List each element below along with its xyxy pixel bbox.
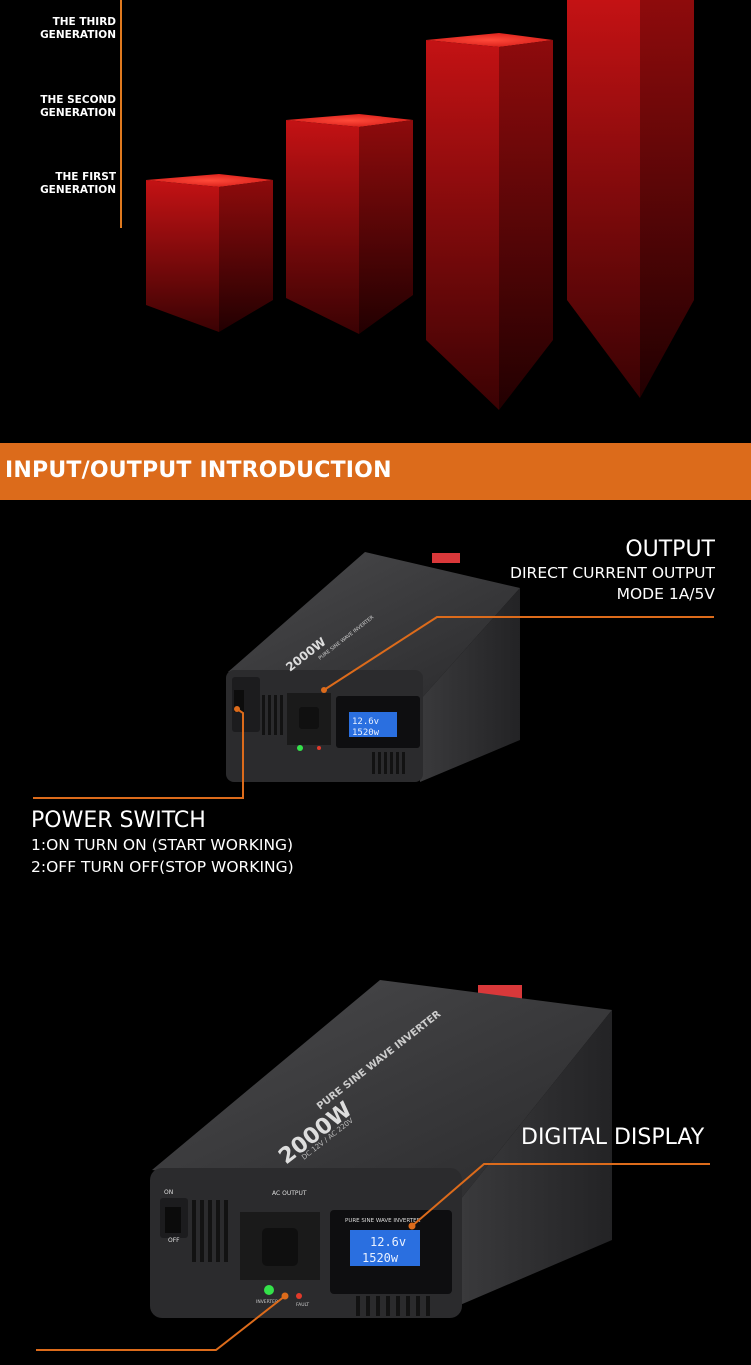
- power-switch-title: POWER SWITCH: [31, 808, 206, 833]
- generation-label-line: THE THIRD: [52, 16, 116, 28]
- generation-label-line: GENERATION: [40, 184, 116, 196]
- output-callout: OUTPUT DIRECT CURRENT OUTPUT MODE 1A/5V: [510, 537, 715, 603]
- digital-display-leader-line: [411, 1163, 710, 1227]
- output-leader-dot-icon: [321, 687, 327, 693]
- power-switch-callout: POWER SWITCH 1:ON TURN ON (START WORKING…: [31, 808, 294, 876]
- status-led-icon: [264, 1285, 274, 1295]
- status-led-icon: [297, 745, 303, 751]
- switch-on-label: ON: [164, 1189, 173, 1196]
- vent-grille: [262, 695, 405, 774]
- generation-label-first: THE FIRST GENERATION: [6, 171, 116, 197]
- generation-label-third: THE THIRD GENERATION: [6, 16, 116, 42]
- output-description: DIRECT CURRENT OUTPUT: [510, 564, 715, 582]
- section-title: INPUT/OUTPUT INTRODUCTION: [5, 458, 392, 483]
- lcd-watt-text: 1520w: [352, 728, 380, 738]
- bar-third-generation: [426, 33, 553, 410]
- terminal-cap: [432, 553, 460, 563]
- fault-led-icon: [317, 746, 321, 750]
- lcd-voltage-text: 12.6v: [352, 717, 379, 727]
- generation-label-line: THE FIRST: [55, 171, 116, 183]
- bar-second-generation: [286, 114, 413, 334]
- power-switch-leader-dot-icon: [234, 706, 240, 712]
- lcd-watt-text: 1520w: [362, 1251, 399, 1265]
- generation-label-line: GENERATION: [40, 107, 116, 119]
- output-leader-line: [323, 616, 714, 691]
- generation-bars-graphic: [146, 0, 694, 410]
- inverter-label: INVERTER: [256, 1299, 278, 1305]
- panel-title: PURE SINE WAVE INVERTER: [345, 1218, 421, 1224]
- bar-next-generation: [567, 0, 694, 398]
- lcd-voltage-text: 12.6v: [370, 1235, 406, 1249]
- indicator-leader-dot-icon: [281, 1292, 289, 1300]
- power-switch-leader-line: [33, 708, 244, 799]
- fault-led-icon: [296, 1293, 302, 1299]
- fault-label: FAULT: [296, 1302, 309, 1308]
- bar-first-generation: [146, 174, 273, 332]
- output-title: OUTPUT: [625, 537, 715, 562]
- digital-display-leader-dot-icon: [408, 1222, 416, 1230]
- inverter-large: ON OFF INVERTER FAULT AC OUTPUT PURE SIN…: [150, 980, 612, 1318]
- generation-label-line: GENERATION: [40, 29, 116, 41]
- timeline-divider: [120, 0, 122, 228]
- ac-output-label: AC OUTPUT: [272, 1190, 307, 1197]
- lcd-screen: [350, 1230, 420, 1266]
- output-mode: MODE 1A/5V: [616, 585, 715, 603]
- power-switch-on-text: 1:ON TURN ON (START WORKING): [31, 836, 294, 854]
- indicator-leader-line: [36, 1295, 286, 1351]
- inverter-small: 12.6v 1520w 2000W PURE SINE WAVE INVERTE…: [226, 552, 520, 782]
- section-banner: INPUT/OUTPUT INTRODUCTION: [0, 443, 751, 500]
- power-switch-off-text: 2:OFF TURN OFF(STOP WORKING): [31, 858, 294, 876]
- vent-grille: [192, 1200, 430, 1316]
- generation-label-second: THE SECOND GENERATION: [6, 94, 116, 120]
- generation-label-line: THE SECOND: [40, 94, 116, 106]
- switch-off-label: OFF: [168, 1237, 180, 1244]
- lcd-screen: [349, 712, 397, 737]
- digital-display-title: DIGITAL DISPLAY: [521, 1125, 705, 1150]
